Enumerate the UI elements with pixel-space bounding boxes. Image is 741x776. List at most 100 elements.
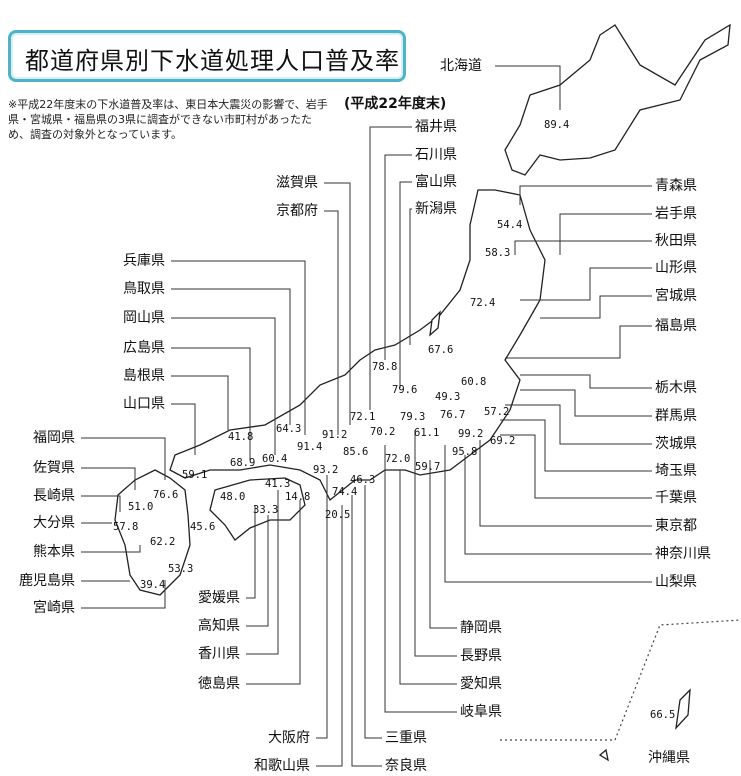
pref-13-label: 茨城県 (655, 436, 697, 452)
pref-31-label: 福岡県 (33, 430, 75, 446)
pref-19-label: 静岡県 (460, 620, 502, 636)
pref-0-value: 89.4 (544, 119, 569, 131)
pref-28-value: 68.9 (230, 457, 255, 469)
pref-15-leader-line (500, 434, 652, 499)
leader-lines (81, 65, 652, 767)
pref-21-label: 愛知県 (460, 675, 502, 692)
pref-18-label: 山梨県 (655, 574, 697, 590)
pref-0-label: 北海道 (440, 58, 482, 74)
pref-32-leader-line (81, 467, 136, 490)
pref-21-leader-line (399, 470, 457, 685)
pref-39-leader-line (246, 515, 269, 627)
pref-22-value: 70.2 (370, 426, 395, 438)
pref-45-leader-line (351, 495, 382, 767)
pref-35-label: 熊本県 (33, 544, 75, 560)
pref-14-value: 76.7 (440, 409, 465, 421)
pref-28-label: 広島県 (123, 340, 165, 356)
pref-39-label: 高知県 (198, 617, 240, 634)
pref-25-leader-line (171, 260, 306, 435)
pref-26-value: 64.3 (276, 423, 301, 435)
pref-44-leader-line (364, 485, 382, 739)
pref-46-label: 沖縄県 (648, 750, 690, 766)
pref-25-value: 91.4 (297, 441, 322, 453)
pref-19-value: 59.7 (415, 461, 440, 473)
pref-2-label: 岩手県 (655, 206, 697, 222)
pref-8-label: 富山県 (415, 173, 457, 190)
prefecture-labels: 北海道青森県岩手県秋田県山形県宮城県福島県新潟県富山県石川県福井県栃木県群馬県茨… (19, 58, 711, 774)
pref-31-leader-line (81, 437, 166, 480)
pref-0-leader-line (495, 65, 561, 110)
pref-15-label: 千葉県 (655, 490, 697, 506)
pref-9-value: 78.8 (372, 361, 397, 373)
pref-33-label: 長崎県 (33, 488, 75, 504)
pref-9-leader-line (384, 154, 412, 360)
pref-19-leader-line (429, 460, 457, 629)
okinawa-inset-frame (500, 619, 741, 741)
pref-11-label: 栃木県 (655, 380, 697, 396)
pref-33-value: 57.8 (113, 521, 138, 533)
pref-7-leader-line (409, 208, 412, 345)
pref-3-value: 58.3 (485, 247, 510, 259)
pref-32-label: 佐賀県 (33, 460, 75, 476)
map-outline (114, 23, 731, 762)
pref-37-label: 宮崎県 (33, 600, 75, 616)
pref-43-value: 20.5 (325, 509, 350, 521)
pref-1-leader-line (519, 185, 652, 205)
pref-34-value: 45.6 (190, 521, 215, 533)
pref-27-value: 60.4 (262, 453, 287, 465)
pref-23-label: 滋賀県 (276, 175, 318, 191)
pref-17-value: 95.8 (452, 446, 477, 458)
pref-8-value: 79.6 (392, 384, 417, 396)
pref-15-value: 69.2 (490, 435, 515, 447)
pref-7-label: 新潟県 (415, 201, 457, 217)
pref-30-value: 59.1 (182, 469, 207, 481)
pref-3-label: 秋田県 (655, 233, 697, 249)
pref-29-leader-line (171, 375, 229, 430)
pref-24-leader-line (324, 210, 339, 435)
pref-34-label: 大分県 (33, 515, 75, 531)
pref-23-leader-line (324, 182, 351, 425)
pref-6-leader-line (505, 325, 652, 359)
pref-42-value: 93.2 (313, 464, 338, 476)
pref-1-value: 54.4 (497, 219, 522, 231)
pref-16-leader-line (479, 440, 652, 527)
pref-18-value: 61.1 (414, 427, 439, 439)
pref-46-value: 66.5 (650, 709, 675, 721)
pref-20-leader-line (414, 430, 457, 657)
pref-14-leader-line (500, 419, 652, 472)
pref-28-leader-line (171, 347, 251, 460)
pref-41-leader-line (246, 500, 301, 685)
pref-29-value: 41.8 (228, 431, 253, 443)
pref-6-label: 福島県 (655, 318, 697, 334)
title-box: 都道府県別下水道処理人口普及率 (8, 30, 406, 82)
pref-10-label: 福井県 (415, 119, 457, 135)
pref-17-label: 神奈川県 (655, 546, 711, 562)
pref-8-leader-line (399, 181, 412, 388)
pref-1-label: 青森県 (655, 178, 697, 194)
pref-17-leader-line (464, 455, 652, 555)
pref-11-leader-line (520, 374, 652, 389)
pref-29-label: 島根県 (123, 368, 165, 384)
pref-12-label: 群馬県 (655, 408, 697, 424)
pref-44-label: 三重県 (385, 730, 427, 746)
pref-45-label: 奈良県 (385, 758, 427, 774)
pref-10-value: 72.1 (350, 411, 375, 423)
page-title: 都道府県別下水道処理人口普及率 (25, 47, 400, 75)
pref-42-label: 大阪府 (268, 730, 310, 746)
pref-37-leader-line (81, 580, 166, 609)
okinawa-island-small-shape (598, 748, 609, 762)
hokkaido-shape (504, 23, 731, 176)
pref-4-value: 72.4 (470, 297, 495, 309)
pref-35-value: 62.2 (150, 536, 175, 548)
pref-14-label: 埼玉県 (655, 463, 697, 479)
survey-note: ※平成22年度末の下水道普及率は、東日本大震災の影響で、岩手県・宮城県・福島県の… (8, 98, 328, 141)
pref-13-leader-line (505, 404, 652, 445)
pref-40-leader-line (246, 490, 279, 655)
pref-20-label: 長野県 (460, 648, 502, 664)
pref-24-value: 91.2 (322, 429, 347, 441)
pref-30-label: 山口県 (123, 396, 165, 412)
pref-35-leader-line (81, 545, 141, 553)
value-labels: 89.454.458.372.467.679.678.872.160.849.3… (113, 119, 675, 721)
honshu-shape (169, 189, 546, 502)
pref-4-label: 山形県 (655, 260, 697, 276)
